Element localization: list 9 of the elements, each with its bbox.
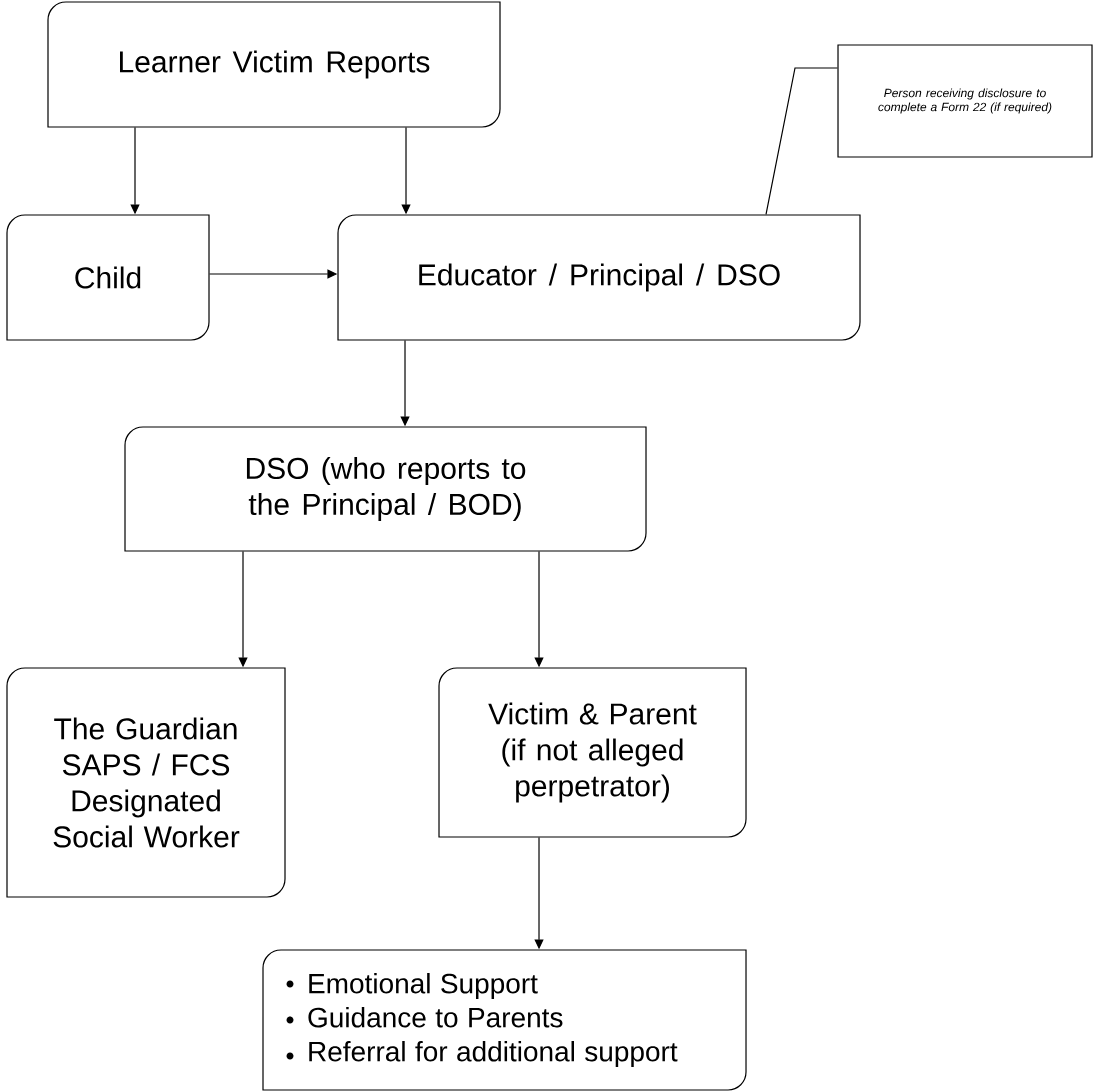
process-box: Educator / Principal / DSO bbox=[337, 214, 861, 341]
process-box: The Guardian SAPS / FCS Designated Social Worker bbox=[6, 667, 286, 898]
callout-box: Person receiving disclosure to complete a Form 22 (if required) bbox=[837, 44, 1093, 158]
process-box: Emotional Support Guidance to Parents Referral for additional support bbox=[262, 949, 747, 1091]
process-box: Child bbox=[6, 214, 210, 341]
process-box: DSO (who reports to the Principal / BOD) bbox=[124, 426, 647, 552]
leader-line bbox=[765, 67, 838, 215]
process-box: Victim & Parent (if not alleged perpetrator) bbox=[438, 667, 747, 838]
process-box: Learner Victim Reports bbox=[47, 1, 501, 128]
